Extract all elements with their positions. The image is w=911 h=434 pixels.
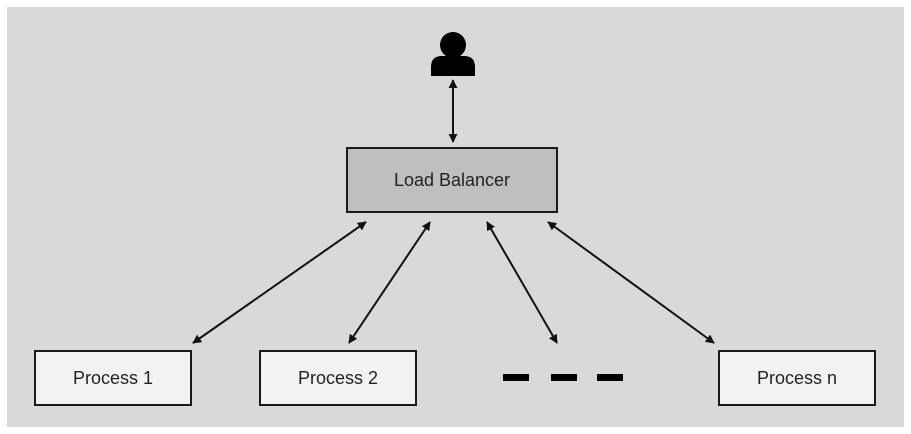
process-label-2: Process 2 (297, 367, 379, 388)
arrow-load-balancer-process-1 (192, 221, 367, 344)
dash-ellipsis-icon (503, 374, 623, 381)
person-icon (431, 32, 475, 76)
process-box-n: Process n (718, 350, 876, 406)
load-balancer-box: Load Balancer (346, 147, 558, 213)
process-box-2: Process 2 (259, 350, 417, 406)
arrow-load-balancer-process-2 (348, 221, 431, 344)
process-label-n: Process n (756, 367, 838, 388)
process-box-1: Process 1 (34, 350, 192, 406)
load-balancer-label: Load Balancer (393, 169, 511, 190)
arrow-load-balancer-process-ellipsis (486, 221, 558, 344)
arrow-load-balancer-process-n (547, 221, 715, 344)
process-label-1: Process 1 (72, 367, 154, 388)
